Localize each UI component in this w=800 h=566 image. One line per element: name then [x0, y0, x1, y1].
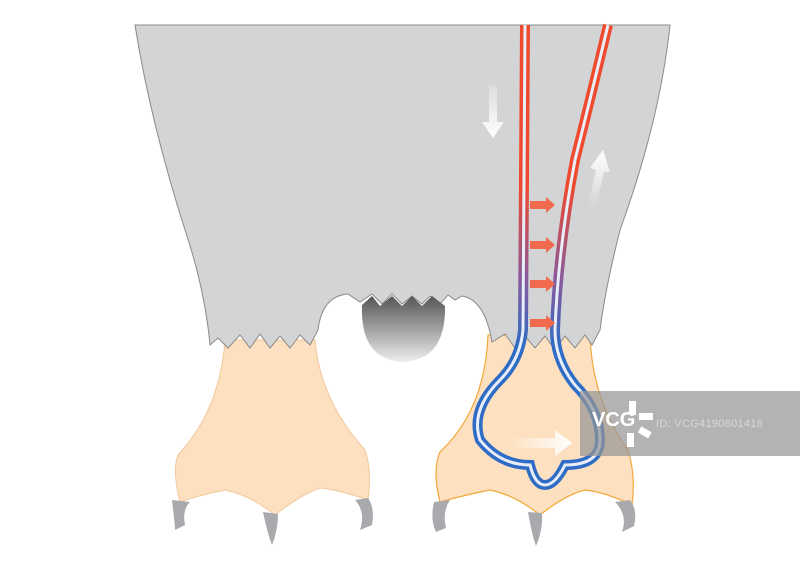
penguin-body	[134, 24, 671, 351]
watermark-id: ID: VCG4190601416	[656, 418, 764, 430]
claw	[172, 500, 190, 530]
claws	[172, 498, 636, 546]
heat-arrow-icon	[530, 315, 555, 331]
flow-right-arrow-icon	[510, 430, 572, 456]
claw	[528, 512, 543, 546]
claw	[432, 500, 450, 532]
flow-down-arrow-icon	[482, 85, 504, 138]
left-foot	[174, 339, 370, 516]
blood-vessel-loop	[472, 23, 613, 491]
flow-up-arrow-icon	[588, 150, 610, 207]
tail	[361, 296, 446, 362]
heat-arrow-icon	[530, 276, 555, 292]
vessel-lumen	[476, 24, 610, 487]
watermark-logo: VCG	[592, 409, 636, 431]
watermark: VCG ID: VCG4190601416	[580, 391, 800, 456]
claw	[615, 500, 636, 532]
watermark-burst-icon	[627, 401, 653, 447]
claw	[355, 498, 373, 530]
claw	[263, 512, 278, 545]
heat-arrow-icon	[530, 197, 555, 213]
heat-transfer-arrows	[530, 197, 555, 331]
heat-arrow-icon	[530, 237, 555, 253]
